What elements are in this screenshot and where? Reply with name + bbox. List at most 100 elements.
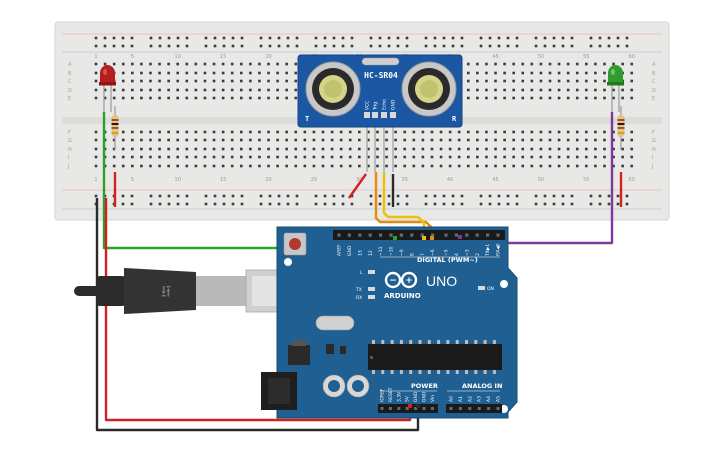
breadboard-hole[interactable] [367, 138, 370, 142]
breadboard-hole[interactable] [539, 155, 543, 159]
breadboard-hole[interactable] [494, 130, 497, 134]
rail-hole[interactable] [378, 194, 382, 198]
breadboard-hole[interactable] [249, 71, 252, 75]
breadboard-hole[interactable] [358, 164, 361, 168]
rail-hole[interactable] [488, 44, 492, 48]
breadboard-hole[interactable] [158, 130, 161, 134]
breadboard-hole[interactable] [585, 79, 588, 83]
breadboard-hole[interactable] [539, 147, 543, 151]
breadboard-hole[interactable] [221, 71, 225, 75]
rail-hole[interactable] [185, 194, 189, 198]
breadboard-hole[interactable] [121, 130, 125, 134]
breadboard-hole[interactable] [575, 79, 579, 83]
rail-hole[interactable] [433, 44, 437, 48]
breadboard-hole[interactable] [194, 155, 198, 159]
breadboard-hole[interactable] [203, 88, 207, 92]
breadboard-hole[interactable] [367, 130, 370, 134]
breadboard-hole[interactable] [285, 130, 288, 134]
rail-hole[interactable] [616, 194, 620, 198]
breadboard-hole[interactable] [585, 164, 588, 168]
breadboard-hole[interactable] [585, 71, 588, 75]
breadboard-hole[interactable] [403, 147, 407, 151]
breadboard-hole[interactable] [476, 164, 479, 168]
rail-hole[interactable] [424, 194, 428, 198]
breadboard-hole[interactable] [503, 71, 506, 75]
rail-hole[interactable] [314, 44, 318, 48]
breadboard-hole[interactable] [566, 71, 570, 75]
breadboard-hole[interactable] [448, 164, 452, 168]
breadboard-hole[interactable] [603, 155, 606, 159]
rail-hole[interactable] [396, 202, 400, 206]
breadboard-hole[interactable] [176, 62, 180, 66]
breadboard-hole[interactable] [503, 79, 506, 83]
breadboard-hole[interactable] [112, 155, 116, 159]
rail-hole[interactable] [515, 44, 519, 48]
breadboard-hole[interactable] [485, 79, 488, 83]
breadboard-hole[interactable] [466, 71, 470, 75]
green-led[interactable] [607, 65, 624, 112]
breadboard-hole[interactable] [348, 130, 352, 134]
breadboard-hole[interactable] [612, 164, 615, 168]
rail-hole[interactable] [112, 44, 116, 48]
rail-hole[interactable] [158, 194, 162, 198]
breadboard-hole[interactable] [521, 96, 525, 100]
rail-hole[interactable] [350, 194, 354, 198]
rail-hole[interactable] [433, 202, 437, 206]
breadboard-hole[interactable] [621, 155, 624, 159]
breadboard-hole[interactable] [503, 88, 506, 92]
rail-hole[interactable] [341, 44, 345, 48]
breadboard-hole[interactable] [539, 138, 543, 142]
breadboard-hole[interactable] [121, 147, 125, 151]
breadboard-hole[interactable] [503, 155, 506, 159]
breadboard-hole[interactable] [285, 155, 288, 159]
breadboard-hole[interactable] [494, 138, 497, 142]
breadboard-hole[interactable] [149, 62, 152, 66]
usb-cable[interactable]: ⭿ [74, 268, 293, 314]
breadboard-hole[interactable] [121, 138, 125, 142]
breadboard-hole[interactable] [430, 155, 434, 159]
breadboard-hole[interactable] [121, 96, 125, 100]
breadboard-hole[interactable] [203, 130, 207, 134]
breadboard-hole[interactable] [294, 155, 298, 159]
breadboard-hole[interactable] [412, 147, 416, 151]
rail-hole[interactable] [277, 44, 281, 48]
breadboard-hole[interactable] [185, 96, 189, 100]
rail-hole[interactable] [314, 202, 318, 206]
rail-hole[interactable] [323, 194, 327, 198]
breadboard-hole[interactable] [503, 130, 506, 134]
breadboard-hole[interactable] [612, 130, 615, 134]
breadboard-hole[interactable] [585, 130, 588, 134]
rail-hole[interactable] [460, 44, 464, 48]
breadboard-hole[interactable] [294, 79, 298, 83]
reset-button-cap[interactable] [289, 238, 301, 250]
breadboard-hole[interactable] [176, 96, 180, 100]
breadboard-hole[interactable] [267, 96, 270, 100]
breadboard-hole[interactable] [448, 138, 452, 142]
rail-hole[interactable] [121, 202, 125, 206]
breadboard-hole[interactable] [539, 130, 543, 134]
rail-hole[interactable] [222, 36, 226, 40]
power-pin[interactable] [430, 407, 434, 410]
rail-hole[interactable] [405, 202, 409, 206]
rail-hole[interactable] [488, 36, 492, 40]
breadboard-hole[interactable] [566, 147, 570, 151]
breadboard-hole[interactable] [267, 130, 270, 134]
breadboard-hole[interactable] [140, 79, 143, 83]
breadboard-hole[interactable] [312, 147, 316, 151]
breadboard-hole[interactable] [185, 88, 189, 92]
breadboard-hole[interactable] [412, 164, 416, 168]
breadboard-hole[interactable] [394, 130, 397, 134]
breadboard-hole[interactable] [276, 164, 279, 168]
rail-hole[interactable] [185, 36, 189, 40]
rail-hole[interactable] [167, 44, 171, 48]
breadboard-hole[interactable] [476, 79, 479, 83]
breadboard-hole[interactable] [603, 96, 606, 100]
breadboard-hole[interactable] [557, 155, 561, 159]
rail-hole[interactable] [625, 36, 629, 40]
breadboard-hole[interactable] [203, 164, 207, 168]
breadboard-hole[interactable] [566, 138, 570, 142]
rail-hole[interactable] [295, 202, 299, 206]
breadboard-hole[interactable] [230, 96, 234, 100]
breadboard-hole[interactable] [348, 164, 352, 168]
breadboard-hole[interactable] [194, 96, 198, 100]
